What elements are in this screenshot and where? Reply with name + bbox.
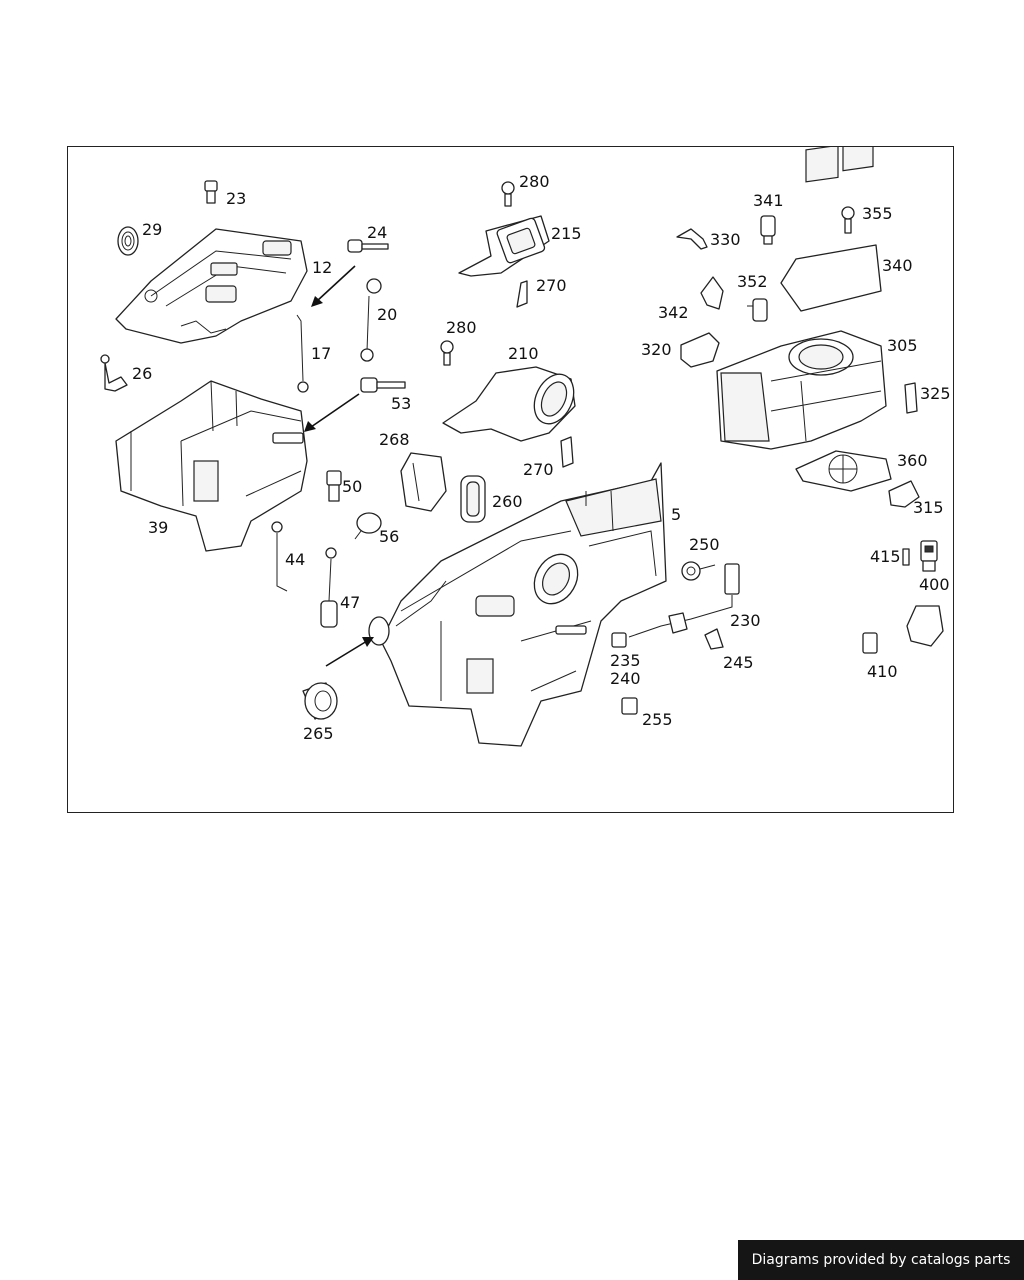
part-23-screw xyxy=(204,180,218,204)
part-245-clip xyxy=(704,628,724,650)
callout-270-mid: 270 xyxy=(523,460,554,479)
callout-12: 12 xyxy=(312,258,332,277)
callout-305: 305 xyxy=(887,336,918,355)
part-20-rod xyxy=(360,278,382,362)
callout-268: 268 xyxy=(379,430,410,449)
callout-255: 255 xyxy=(642,710,673,729)
callout-265: 265 xyxy=(303,724,334,743)
part-355-screw xyxy=(841,206,855,234)
callout-280-top: 280 xyxy=(519,172,550,191)
callout-341: 341 xyxy=(753,191,784,210)
callout-235: 235 xyxy=(610,651,641,670)
callout-410: 410 xyxy=(867,662,898,681)
callout-325: 325 xyxy=(920,384,951,403)
arrow-24-to-12 xyxy=(311,265,356,307)
callout-340: 340 xyxy=(882,256,913,275)
part-305-blower-housing xyxy=(716,330,887,450)
part-352-actuator xyxy=(747,298,768,322)
callout-240: 240 xyxy=(610,669,641,688)
part-260-seal xyxy=(460,475,486,523)
callout-53: 53 xyxy=(391,394,411,413)
callout-400: 400 xyxy=(919,575,950,594)
callout-250: 250 xyxy=(689,535,720,554)
part-56-flap xyxy=(354,512,382,540)
part-400-switch xyxy=(920,540,938,572)
callout-315: 315 xyxy=(913,498,944,517)
part-47-linkage xyxy=(320,547,338,628)
callout-26: 26 xyxy=(132,364,152,383)
part-44-rod xyxy=(271,521,288,592)
callout-260: 260 xyxy=(492,492,523,511)
arrow-265-to-5 xyxy=(325,637,374,667)
callout-330: 330 xyxy=(710,230,741,249)
part-410-module xyxy=(862,605,944,654)
part-230-sensor xyxy=(628,563,740,638)
callout-245: 245 xyxy=(723,653,754,672)
callout-355: 355 xyxy=(862,204,893,223)
callout-47: 47 xyxy=(340,593,360,612)
callout-342: 342 xyxy=(658,303,689,322)
exploded-parts-diagram: 23 29 24 12 20 17 26 53 39 50 56 44 47 2… xyxy=(67,146,954,813)
part-215-duct xyxy=(458,215,550,277)
part-270-clip-top xyxy=(516,280,528,308)
part-29-grommet xyxy=(117,226,139,256)
callout-230: 230 xyxy=(730,611,761,630)
callout-17: 17 xyxy=(311,344,331,363)
part-235-connector xyxy=(611,632,627,648)
part-340-filter-tray xyxy=(780,147,882,312)
part-342-bracket xyxy=(700,276,724,310)
callout-320: 320 xyxy=(641,340,672,359)
part-255-block xyxy=(621,697,638,715)
part-360-grille xyxy=(795,450,892,492)
footer-credit-badge: Diagrams provided by catalogs parts xyxy=(738,1240,1024,1280)
part-320-actuator xyxy=(680,332,720,368)
callout-44: 44 xyxy=(285,550,305,569)
callout-280-mid: 280 xyxy=(446,318,477,337)
part-415-bolt xyxy=(902,548,910,566)
part-280-screw-top xyxy=(501,181,515,207)
part-5-main-housing xyxy=(368,462,667,747)
callout-39: 39 xyxy=(148,518,168,537)
callout-270-top: 270 xyxy=(536,276,567,295)
callout-24: 24 xyxy=(367,223,387,242)
callout-210: 210 xyxy=(508,344,539,363)
part-53-pin xyxy=(360,377,406,393)
part-24-pin xyxy=(347,239,389,253)
part-270-clip-mid xyxy=(560,436,574,468)
diagram-drawing: 23 29 24 12 20 17 26 53 39 50 56 44 47 2… xyxy=(100,147,951,747)
part-280-screw-mid xyxy=(440,340,454,366)
callout-labels: 23 29 24 12 20 17 26 53 39 50 56 44 47 2… xyxy=(132,172,951,743)
callout-20: 20 xyxy=(377,305,397,324)
part-39-lower-housing xyxy=(115,380,308,552)
part-17-rod xyxy=(296,314,309,393)
part-341-fastener xyxy=(760,215,776,245)
part-12-housing-cover xyxy=(115,228,308,344)
footer-credit-text: Diagrams provided by catalogs parts xyxy=(751,1252,1011,1268)
callout-360: 360 xyxy=(897,451,928,470)
callout-29: 29 xyxy=(142,220,162,239)
part-330-bracket xyxy=(676,228,708,250)
part-250-knob xyxy=(681,561,716,581)
callout-5: 5 xyxy=(671,505,681,524)
part-210-duct xyxy=(442,366,576,442)
part-325-clip xyxy=(904,382,918,414)
part-265-filter xyxy=(302,682,338,720)
part-50-fitting xyxy=(326,470,342,502)
callout-215: 215 xyxy=(551,224,582,243)
callout-50: 50 xyxy=(342,477,362,496)
callout-56: 56 xyxy=(379,527,399,546)
part-315-bracket xyxy=(888,480,920,508)
callout-23: 23 xyxy=(226,189,246,208)
part-268-flap xyxy=(400,452,447,512)
callout-415: 415 xyxy=(870,547,901,566)
callout-352: 352 xyxy=(737,272,768,291)
arrow-53-to-39 xyxy=(304,393,360,432)
part-26-clip xyxy=(100,354,128,392)
